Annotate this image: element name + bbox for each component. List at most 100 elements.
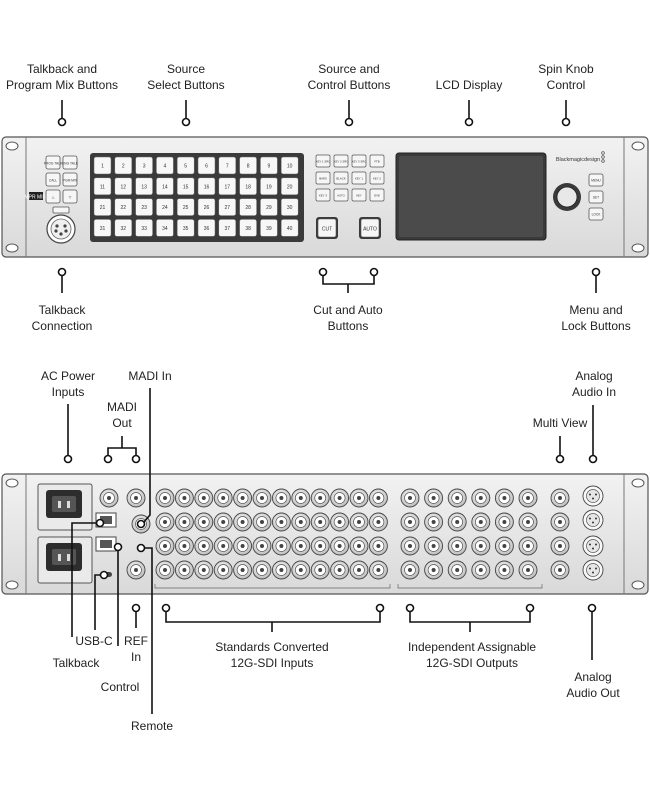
- control-button-11[interactable]: KEY: [351, 188, 367, 202]
- sdi-input-connector[interactable]: [233, 512, 253, 532]
- source-button-21[interactable]: 21: [93, 198, 112, 216]
- sdi-input-connector[interactable]: [174, 536, 194, 556]
- source-button-19[interactable]: 19: [260, 177, 278, 196]
- sdi-output-connector[interactable]: [494, 488, 514, 508]
- menu-button-2[interactable]: SET: [588, 190, 604, 204]
- source-button-12[interactable]: 12: [114, 177, 133, 196]
- source-button-32[interactable]: 32: [114, 219, 133, 237]
- sdi-output-connector[interactable]: [494, 512, 514, 532]
- source-button-20[interactable]: 20: [280, 177, 299, 196]
- source-button-7[interactable]: 7: [218, 156, 237, 175]
- source-button-36[interactable]: 36: [197, 219, 216, 237]
- analog-audio-out-connector[interactable]: [582, 535, 604, 557]
- source-button-6[interactable]: 6: [197, 156, 216, 175]
- sdi-output-connector[interactable]: [471, 536, 491, 556]
- sdi-input-connector[interactable]: [271, 560, 291, 580]
- source-button-26[interactable]: 26: [197, 198, 216, 216]
- control-button-7[interactable]: KEY 1: [351, 171, 367, 185]
- sdi-input-connector[interactable]: [310, 536, 330, 556]
- sdi-output-connector[interactable]: [471, 512, 491, 532]
- control-button-8[interactable]: KEY 2: [369, 171, 385, 185]
- sdi-input-connector[interactable]: [291, 512, 311, 532]
- source-button-37[interactable]: 37: [218, 219, 237, 237]
- sdi-input-connector[interactable]: [330, 560, 350, 580]
- sdi-input-connector[interactable]: [368, 560, 388, 580]
- sdi-input-connector[interactable]: [310, 488, 330, 508]
- control-button-12[interactable]: DVE: [369, 188, 385, 202]
- sdi-input-connector[interactable]: [194, 560, 214, 580]
- control-rj45-port[interactable]: [95, 536, 117, 552]
- control-button-4[interactable]: FTB: [369, 154, 385, 168]
- analog-audio-in-connector[interactable]: [582, 485, 604, 507]
- sdi-output-connector[interactable]: [494, 560, 514, 580]
- madi-out-connector-1[interactable]: [99, 488, 119, 508]
- source-button-29[interactable]: 29: [260, 198, 278, 216]
- sdi-input-connector[interactable]: [368, 488, 388, 508]
- sdi-output-connector[interactable]: [424, 512, 444, 532]
- source-button-5[interactable]: 5: [176, 156, 195, 175]
- talkback-button-2[interactable]: ENG TALK: [62, 155, 79, 170]
- sdi-output-connector[interactable]: [518, 560, 538, 580]
- sdi-input-connector[interactable]: [291, 560, 311, 580]
- source-button-10[interactable]: 10: [280, 156, 299, 175]
- source-button-35[interactable]: 35: [176, 219, 195, 237]
- source-button-25[interactable]: 25: [176, 198, 195, 216]
- talkback-button-5[interactable]: △: [45, 189, 61, 204]
- sdi-input-connector[interactable]: [174, 488, 194, 508]
- sdi-output-connector[interactable]: [518, 488, 538, 508]
- sdi-output-connector[interactable]: [447, 536, 467, 556]
- ac-power-input-1[interactable]: [37, 483, 93, 531]
- source-button-23[interactable]: 23: [135, 198, 153, 216]
- sdi-output-connector[interactable]: [400, 488, 420, 508]
- multi-view-connector[interactable]: [550, 536, 570, 556]
- sdi-output-connector[interactable]: [447, 560, 467, 580]
- sdi-output-connector[interactable]: [400, 512, 420, 532]
- source-button-24[interactable]: 24: [156, 198, 174, 216]
- sdi-input-connector[interactable]: [349, 512, 369, 532]
- sdi-input-connector[interactable]: [213, 536, 233, 556]
- multi-view-connector[interactable]: [550, 488, 570, 508]
- sdi-input-connector[interactable]: [213, 560, 233, 580]
- sdi-input-connector[interactable]: [310, 560, 330, 580]
- sdi-input-connector[interactable]: [252, 536, 272, 556]
- sdi-input-connector[interactable]: [252, 512, 272, 532]
- sdi-input-connector[interactable]: [271, 488, 291, 508]
- source-button-38[interactable]: 38: [239, 219, 257, 237]
- sdi-input-connector[interactable]: [252, 488, 272, 508]
- ac-power-input-2[interactable]: [37, 536, 93, 584]
- source-button-34[interactable]: 34: [156, 219, 174, 237]
- sdi-output-connector[interactable]: [400, 560, 420, 580]
- sdi-output-connector[interactable]: [518, 536, 538, 556]
- sdi-output-connector[interactable]: [518, 512, 538, 532]
- sdi-input-connector[interactable]: [155, 512, 175, 532]
- source-button-11[interactable]: 11: [93, 177, 112, 196]
- menu-button-1[interactable]: MENU: [588, 173, 604, 187]
- control-button-3[interactable]: KEY 3 SRC: [351, 154, 367, 168]
- source-button-27[interactable]: 27: [218, 198, 237, 216]
- sdi-output-connector[interactable]: [494, 536, 514, 556]
- control-button-1[interactable]: KEY 1 SRC: [315, 154, 331, 168]
- source-button-3[interactable]: 3: [135, 156, 153, 175]
- sdi-output-connector[interactable]: [447, 512, 467, 532]
- sdi-input-connector[interactable]: [349, 488, 369, 508]
- source-button-15[interactable]: 15: [176, 177, 195, 196]
- sdi-input-connector[interactable]: [368, 512, 388, 532]
- multi-view-connector[interactable]: [550, 560, 570, 580]
- source-button-2[interactable]: 2: [114, 156, 133, 175]
- sdi-input-connector[interactable]: [349, 536, 369, 556]
- sdi-input-connector[interactable]: [213, 488, 233, 508]
- madi-out-connector-2[interactable]: [126, 488, 146, 508]
- sdi-input-connector[interactable]: [233, 488, 253, 508]
- control-button-5[interactable]: BARS: [315, 171, 331, 185]
- source-button-4[interactable]: 4: [156, 156, 174, 175]
- sdi-input-connector[interactable]: [155, 536, 175, 556]
- talkback-button-3[interactable]: CALL: [45, 172, 61, 187]
- source-button-16[interactable]: 16: [197, 177, 216, 196]
- auto-button[interactable]: AUTO: [359, 217, 381, 239]
- sdi-input-connector[interactable]: [233, 560, 253, 580]
- control-button-9[interactable]: KEY 3: [315, 188, 331, 202]
- sdi-input-connector[interactable]: [291, 488, 311, 508]
- source-button-28[interactable]: 28: [239, 198, 257, 216]
- talkback-button-6[interactable]: ▽: [62, 189, 78, 204]
- sdi-output-connector[interactable]: [424, 488, 444, 508]
